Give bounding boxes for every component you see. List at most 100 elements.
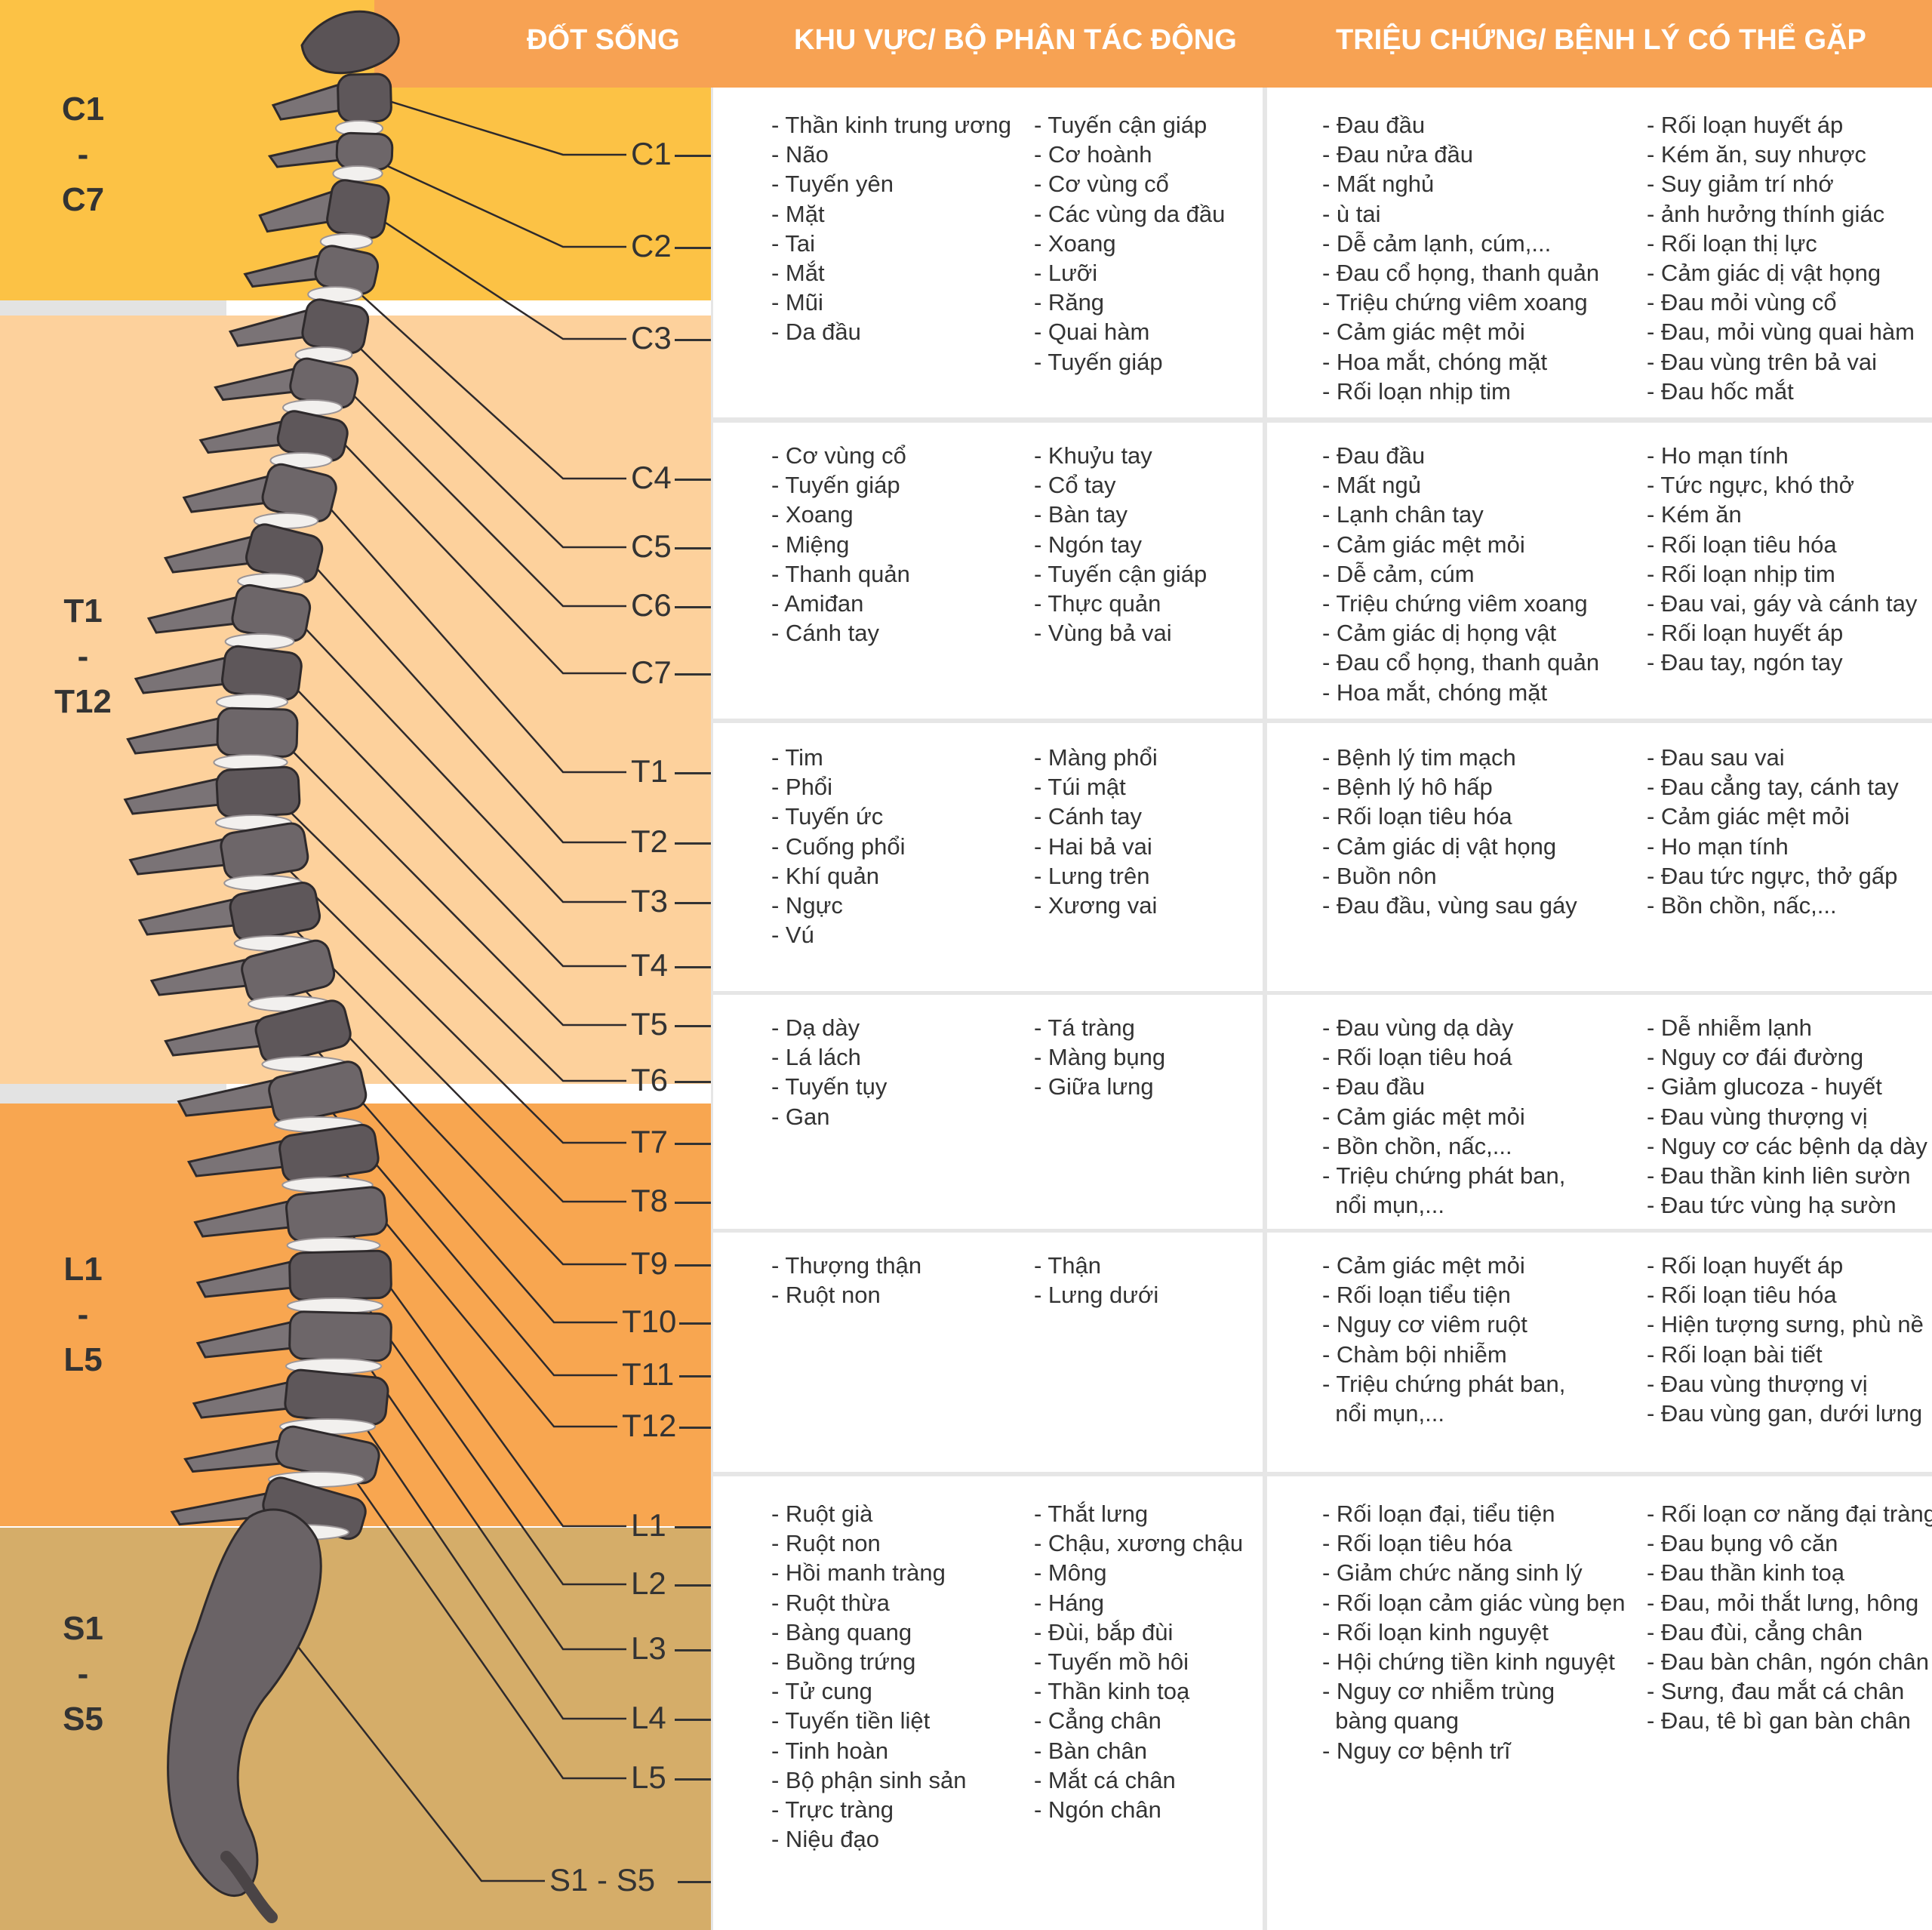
list-item: - Cánh tay: [771, 620, 880, 647]
list-item: - Trực tràng: [771, 1796, 894, 1824]
vertebra-tick: [675, 902, 711, 904]
list-item: - Miệng: [771, 531, 850, 558]
leader-line: [328, 1252, 626, 1586]
spinous-process: [182, 475, 272, 513]
list-item: - Rối loạn tiêu hoá: [1322, 1044, 1512, 1071]
list-item: - Rối loạn đại, tiểu tiện: [1322, 1501, 1555, 1527]
list-item: - Rối loạn huyết áp: [1647, 112, 1844, 138]
areas-b-list: - Tuyến cận giáp- Cơ hoành- Cơ vùng cổ- …: [1034, 110, 1225, 377]
spinous-process: [243, 254, 325, 288]
vertebra-body: [278, 1123, 380, 1184]
leader-line: [328, 1373, 626, 1720]
list-item: - Hiện tượng sưng, phù nề: [1647, 1311, 1924, 1338]
symptoms-b-list: - Ho mạn tính- Tức ngực, khó thở- Kém ăn…: [1647, 441, 1917, 678]
list-item: nổi mụn,...: [1322, 1400, 1444, 1427]
region-label-sacral: S1-S5: [63, 1610, 103, 1738]
spinous-process: [146, 596, 242, 634]
symptoms-b-list: - Rối loạn huyết áp- Kém ăn, suy nhược- …: [1647, 110, 1915, 406]
spinous-process: [271, 82, 346, 121]
list-item: - Cẳng chân: [1034, 1707, 1161, 1735]
vertebra-tick: [675, 1025, 711, 1027]
list-item: - Đau tay, ngón tay: [1647, 649, 1843, 676]
list-item: - Tuyến yên: [771, 171, 894, 198]
list-item: - Amiđan: [771, 590, 864, 617]
vertebra-body: [288, 1249, 392, 1301]
list-item: - Vùng bả vai: [1034, 620, 1172, 647]
vertebra-tick: [679, 1375, 711, 1377]
spine-illustration: [123, 10, 626, 1923]
list-item: - ảnh hưởng thính giác: [1647, 200, 1885, 227]
list-item: - Hoa mắt, chóng mặt: [1322, 679, 1548, 706]
band-divider: [0, 300, 226, 316]
list-item: - Triệu chứng phát ban,: [1322, 1162, 1566, 1190]
list-item: - Thượng thận: [771, 1252, 922, 1279]
list-item: - Thần kinh toạ: [1034, 1678, 1190, 1705]
vertebra-tick: [675, 1081, 711, 1083]
leader-line: [251, 709, 626, 1027]
list-item: - Dễ cảm lạnh, cúm,...: [1322, 229, 1552, 257]
vertebra-tick: [675, 1526, 711, 1528]
region-label-thoracic: T1-T12: [54, 593, 112, 720]
vertebra-body: [285, 1186, 388, 1243]
intervertebral-disc: [332, 165, 383, 182]
list-item: nổi mụn,...: [1322, 1192, 1444, 1219]
vertebra-body: [268, 1060, 368, 1125]
vertebra-label-t2: T2: [631, 823, 669, 859]
list-item: - Cảm giác mệt mỏi: [1322, 531, 1525, 558]
list-item: - Đau thần kinh toạ: [1647, 1559, 1844, 1587]
symptoms-cell-row-5: [1267, 1233, 1932, 1472]
sacral-band: [0, 1528, 711, 1930]
symptoms-a-list: - Đau đầu- Mất ngủ- Lạnh chân tay- Cảm g…: [1322, 441, 1599, 707]
list-item: - Rối loạn tiêu hóa: [1647, 1282, 1837, 1309]
vertebra-tick: [675, 155, 711, 157]
list-item: - Cảm giác mệt mỏi: [1322, 1252, 1525, 1279]
vertebra-body: [220, 822, 309, 881]
areas-a-list: - Thần kinh trung ương- Não- Tuyến yên- …: [771, 110, 1011, 347]
list-item: - Hai bả vai: [1034, 833, 1152, 860]
list-item: - Ruột non: [771, 1530, 881, 1557]
list-item: - Đau tức ngực, thở gấp: [1647, 862, 1898, 889]
spinous-process: [198, 420, 287, 454]
list-item: - Cuống phổi: [771, 833, 906, 860]
leader-line: [335, 271, 626, 480]
symptoms-a-list: - Rối loạn đại, tiểu tiện- Rối loạn tiêu…: [1322, 1499, 1626, 1765]
spinous-process: [164, 1018, 266, 1057]
list-item: - Da đầu: [771, 319, 861, 346]
list-item: - Đau đầu: [1322, 442, 1426, 469]
spinous-process: [195, 1320, 297, 1359]
vertebra-tick: [675, 673, 711, 676]
header-areas: KHU VỰC/ BỘ PHẬN TÁC ĐỘNG: [794, 24, 1237, 56]
vertebra-label-t8: T8: [631, 1183, 669, 1218]
vertebra-body: [288, 1310, 392, 1362]
spinous-process: [134, 656, 231, 694]
list-item: - Nguy cơ bệnh trĩ: [1322, 1737, 1511, 1764]
list-item: - Cổ tay: [1034, 472, 1116, 499]
list-item: - Suy giảm trí nhớ: [1647, 171, 1834, 198]
list-item: - Rối loạn huyết áp: [1647, 620, 1844, 647]
vertebra-body: [335, 131, 394, 171]
vertebra-tick: [675, 966, 711, 968]
spinous-process: [193, 1199, 295, 1238]
list-item: - Ho mạn tính: [1647, 442, 1789, 469]
list-item: - Đau tức vùng hạ sườn: [1647, 1192, 1897, 1219]
areas-b-list: - Khuỷu tay- Cổ tay- Bàn tay- Ngón tay- …: [1034, 441, 1207, 648]
list-item: bàng quang: [1322, 1707, 1460, 1735]
list-item: - Thận: [1034, 1252, 1102, 1279]
areas-b-list: - Màng phổi- Túi mật- Cánh tay- Hai bả v…: [1034, 743, 1158, 920]
list-item: - Triệu chứng phát ban,: [1322, 1370, 1566, 1397]
areas-cell-row-3: [713, 723, 1263, 991]
vertebra-label-c4: C4: [631, 460, 672, 495]
areas-a-list: - Cơ vùng cổ- Tuyến giáp- Xoang- Miệng- …: [771, 441, 910, 648]
list-item: - Mất nghủ: [1322, 171, 1435, 198]
list-item: - Nguy cơ các bệnh dạ dày: [1647, 1132, 1927, 1159]
list-item: - Đau sau vai: [1647, 744, 1785, 771]
list-item: - Màng bụng: [1034, 1044, 1166, 1071]
spinous-process: [214, 367, 300, 402]
spinous-process: [123, 777, 225, 815]
list-item: - Rối loạn tiêu hóa: [1322, 803, 1512, 830]
list-item: - Bồn chồn, nấc,...: [1647, 892, 1837, 919]
list-item: - Tử cung: [771, 1678, 872, 1705]
vertebra-body: [241, 939, 336, 1004]
list-item: - Rối loạn thị lực: [1647, 229, 1817, 257]
vertebra-label-c2: C2: [631, 228, 672, 263]
